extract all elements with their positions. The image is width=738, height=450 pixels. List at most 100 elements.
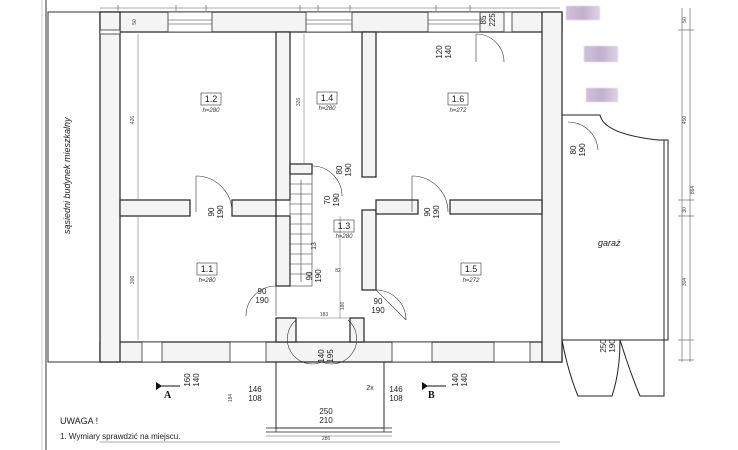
svg-text:190: 190: [578, 143, 587, 157]
porch: [266, 361, 392, 433]
svg-text:190: 190: [432, 205, 441, 219]
dimension-label: 306: [130, 276, 136, 285]
svg-text:90: 90: [374, 297, 383, 306]
dimension-label: 50: [682, 17, 688, 23]
svg-text:108: 108: [389, 394, 403, 403]
section-a-label: A: [164, 390, 172, 401]
door-mark: 146 108: [389, 385, 403, 403]
svg-text:85: 85: [479, 15, 488, 24]
room-code: 1.5: [465, 264, 478, 274]
section-b-marker: B: [422, 382, 446, 401]
dimension-label: 450: [682, 116, 688, 125]
svg-text:146: 146: [248, 385, 262, 394]
door-mark: 90 190: [255, 287, 269, 305]
section-a-marker: A: [156, 382, 180, 401]
room-code: 1.2: [205, 94, 218, 104]
svg-text:250: 250: [599, 339, 608, 353]
garage: [561, 114, 669, 397]
room-code: 1.3: [338, 221, 351, 231]
walls: [99, 11, 563, 363]
room-1-4: 1.4 h=280: [316, 91, 338, 112]
svg-text:90: 90: [423, 207, 432, 216]
door-mark: 250 190: [599, 339, 617, 353]
svg-text:90: 90: [207, 207, 216, 216]
window-sill-lines: [168, 19, 480, 25]
dimension-ticks: [117, 5, 471, 11]
door-swings: [195, 33, 505, 365]
svg-text:80: 80: [335, 165, 344, 174]
dimension-label: 184: [228, 394, 234, 403]
svg-text:250: 250: [319, 407, 333, 416]
svg-text:140: 140: [192, 373, 201, 387]
windows-top: [167, 11, 513, 33]
dimension-label: 50: [132, 19, 138, 25]
redacted-mark: [584, 46, 618, 62]
svg-text:225: 225: [488, 13, 497, 27]
right-dimension-ticks: [678, 29, 694, 361]
dimension-label: 13: [311, 242, 318, 250]
door-mark: 90 190: [423, 205, 441, 219]
room-height: h=280: [203, 108, 221, 114]
garage-label: garaż: [598, 238, 621, 248]
dimension-label: 426: [130, 116, 136, 125]
svg-text:140: 140: [460, 373, 469, 387]
svg-text:90: 90: [305, 271, 314, 280]
svg-text:70: 70: [323, 195, 332, 204]
door-mark: 70 190: [323, 193, 341, 207]
svg-text:190: 190: [216, 205, 225, 219]
door-mark: 120 140: [435, 45, 453, 59]
door-mark: 140 140: [451, 373, 469, 387]
door-mark: 80 190: [569, 143, 587, 157]
svg-text:190: 190: [371, 306, 385, 315]
dimension-label: 186: [340, 302, 346, 311]
room-height: h=272: [463, 278, 481, 284]
room-code: 1.1: [201, 264, 214, 274]
door-mark: 140 195: [317, 349, 335, 363]
dimension-label: 30: [682, 207, 688, 213]
dimension-label: 2x: [366, 385, 374, 392]
room-height: h=280: [199, 278, 217, 284]
room-1-3: 1.3 h=280: [333, 219, 355, 240]
dimension-label: 183: [320, 312, 329, 318]
door-mark: 90 190: [305, 269, 323, 283]
section-b-label: B: [428, 390, 435, 401]
room-1-1: 1.1 h=280: [196, 262, 218, 284]
dimension-label: 304: [682, 278, 688, 287]
svg-text:210: 210: [319, 416, 333, 425]
svg-text:80: 80: [569, 145, 578, 154]
dimension-label: 864: [690, 186, 696, 195]
garage-door-arc: [567, 121, 599, 151]
svg-text:190: 190: [332, 193, 341, 207]
svg-text:146: 146: [389, 385, 403, 394]
svg-text:195: 195: [326, 349, 335, 363]
svg-text:140: 140: [444, 45, 453, 59]
room-1-2: 1.2 h=280: [200, 92, 222, 114]
svg-text:140: 140: [317, 349, 326, 363]
adjacent-building: [47, 11, 101, 363]
svg-text:120: 120: [435, 45, 444, 59]
door-mark: 90 190: [207, 205, 225, 219]
room-1-6: 1.6 h=272: [447, 92, 469, 114]
redacted-mark: [586, 88, 618, 102]
dimension-label: 286: [322, 436, 331, 442]
svg-text:140: 140: [451, 373, 460, 387]
room-code: 1.6: [452, 94, 465, 104]
door-mark: 85 225: [479, 13, 497, 27]
svg-text:160: 160: [183, 373, 192, 387]
room-1-5: 1.5 h=272: [460, 262, 482, 284]
room-height: h=280: [319, 106, 337, 112]
notes-line-1: 1. Wymiary sprawdzić na miejscu.: [60, 432, 181, 441]
door-mark: 250 210: [319, 407, 333, 425]
windows-left: [99, 29, 121, 35]
door-mark: 146 108: [248, 385, 262, 403]
inner-dimension-lines: [137, 34, 350, 340]
door-mark: 90 190: [371, 297, 385, 315]
svg-text:190: 190: [344, 163, 353, 177]
svg-text:190: 190: [314, 269, 323, 283]
windows-bottom: [141, 341, 531, 363]
dimension-label: 326: [296, 98, 302, 107]
dimension-label: 82: [335, 268, 341, 274]
room-height: h=272: [450, 108, 468, 114]
redacted-mark: [566, 6, 600, 20]
